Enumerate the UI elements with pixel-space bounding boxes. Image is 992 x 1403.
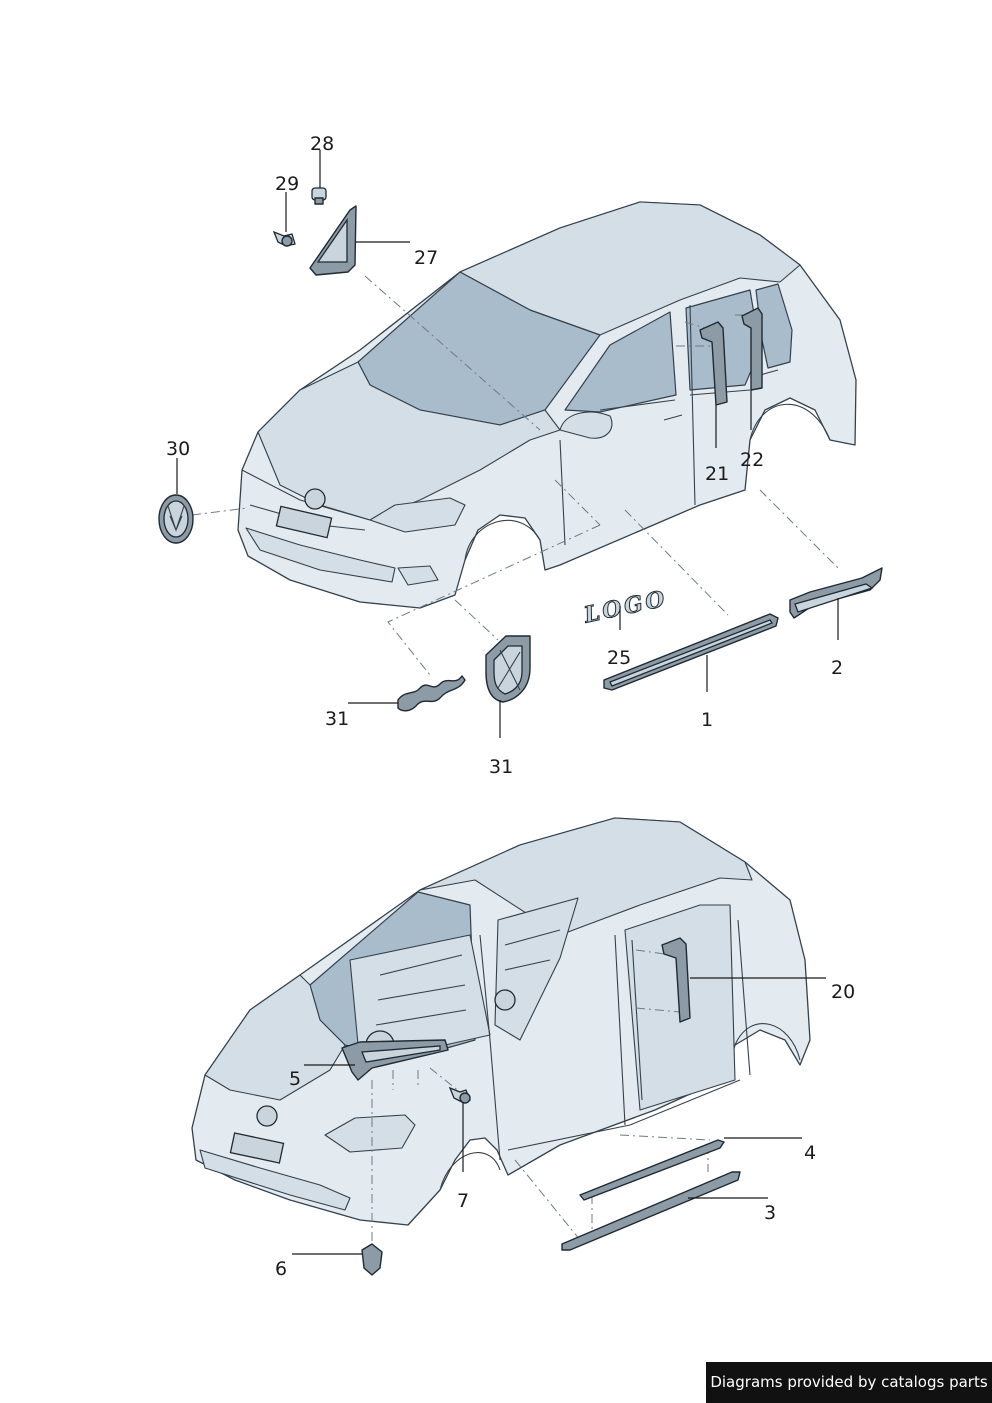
callout-1[interactable]: 1: [701, 709, 713, 731]
part-27-mirror-triangle[interactable]: [309, 205, 357, 276]
callout-3[interactable]: 3: [764, 1202, 776, 1224]
callout-7[interactable]: 7: [457, 1190, 469, 1212]
callout-31-shield[interactable]: 31: [489, 756, 513, 778]
callout-25[interactable]: 25: [607, 647, 631, 669]
callout-30[interactable]: 30: [166, 438, 190, 460]
part-2-rear-door-moulding[interactable]: [789, 567, 883, 619]
part-31-script-badge[interactable]: [397, 675, 466, 712]
bottom-car-illustration: [191, 817, 811, 1226]
callout-5[interactable]: 5: [289, 1068, 301, 1090]
callout-2[interactable]: 2: [831, 657, 843, 679]
callout-labels: 28 29 27 30 21 22 25 2 1 31 31 20 5 4 7 …: [166, 133, 855, 1280]
part-6-clip[interactable]: [361, 1243, 383, 1276]
callout-20[interactable]: 20: [831, 981, 855, 1003]
callout-6[interactable]: 6: [275, 1258, 287, 1280]
bottom-dashed-guides: [371, 949, 711, 1245]
bottom-leader-lines: [292, 977, 826, 1255]
top-leader-lines: [176, 150, 839, 738]
part-21-pillar-trim[interactable]: [699, 321, 728, 406]
callout-27[interactable]: 27: [414, 247, 438, 269]
part-3-sill-strip[interactable]: [561, 1171, 741, 1251]
part-25-logo-emblem[interactable]: LOGO: [580, 585, 670, 629]
callout-31-script[interactable]: 31: [325, 708, 349, 730]
callout-28[interactable]: 28: [310, 133, 334, 155]
top-car-illustration: [237, 201, 857, 609]
part-28-clip[interactable]: [311, 187, 327, 205]
part-30-front-emblem[interactable]: [158, 494, 194, 544]
part-22-pillar-trim[interactable]: [741, 307, 763, 391]
callout-21[interactable]: 21: [705, 463, 729, 485]
part-4-sill-strip[interactable]: [579, 1139, 725, 1201]
logo-emblem-text: LOGO: [581, 585, 670, 628]
part-7-screw[interactable]: [448, 1086, 471, 1104]
part-5-trim-panel[interactable]: [341, 1039, 449, 1081]
callout-22[interactable]: 22: [740, 449, 764, 471]
part-20-pillar-trim[interactable]: [661, 937, 691, 1023]
attribution-footer: Diagrams provided by catalogs parts: [706, 1362, 992, 1403]
callout-4[interactable]: 4: [804, 1142, 816, 1164]
part-29-screw[interactable]: [272, 230, 296, 247]
part-1-door-moulding[interactable]: [603, 613, 779, 691]
callout-29[interactable]: 29: [275, 173, 299, 195]
part-31-shield-badge[interactable]: [485, 635, 531, 703]
